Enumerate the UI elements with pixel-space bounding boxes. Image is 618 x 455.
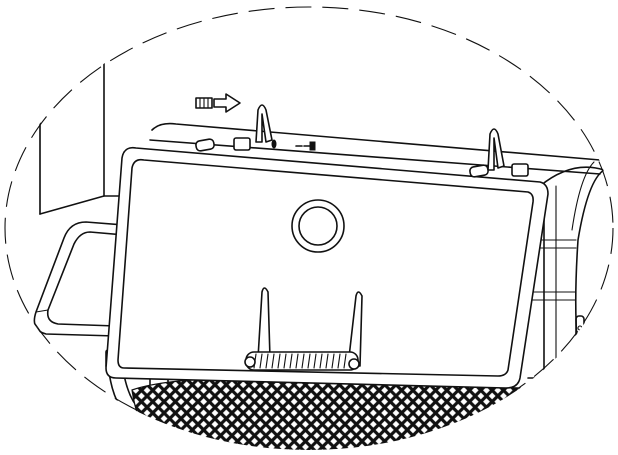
- hinge-bracket-left: [195, 104, 273, 152]
- fastener-parts: [271, 139, 316, 151]
- side-handle: [33, 221, 137, 337]
- thermometer: [291, 199, 345, 253]
- lid: [105, 146, 549, 389]
- cooking-grate: [131, 377, 522, 450]
- lid-handle: [244, 287, 363, 371]
- hinge-bracket-right: [469, 128, 529, 178]
- arrow-right-icon: [195, 93, 241, 113]
